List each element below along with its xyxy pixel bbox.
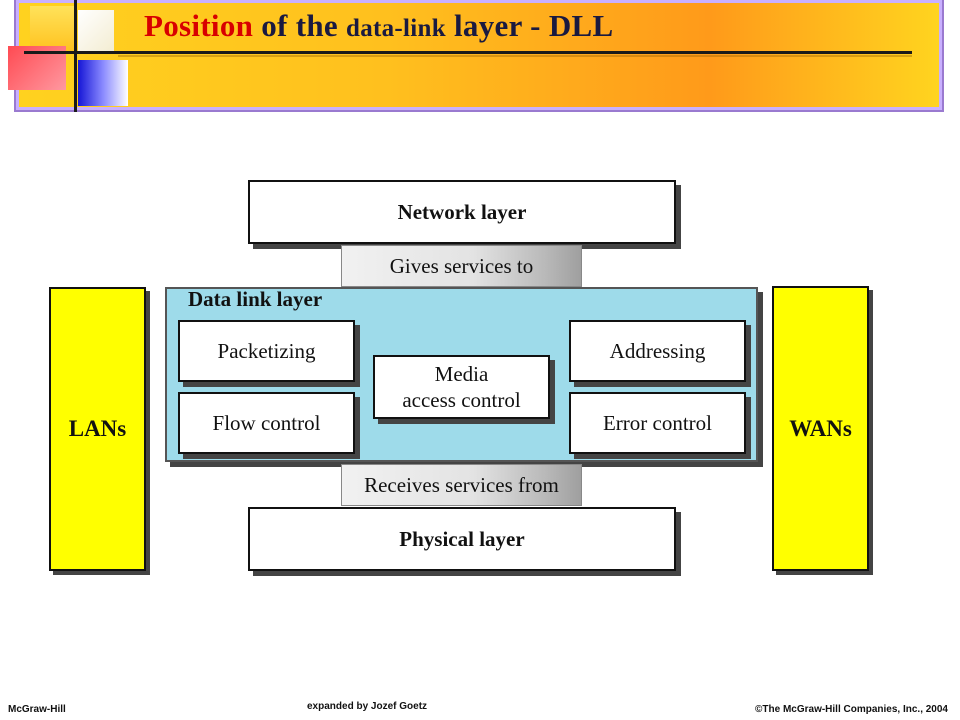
banner-decoration-white (78, 10, 114, 54)
network-layer-box: Network layer (248, 180, 676, 244)
lans-bar: LANs (49, 287, 146, 571)
banner-horizontal-shade (118, 55, 912, 57)
banner-vertical-line (74, 0, 77, 112)
gives-services-bar: Gives services to (341, 245, 582, 287)
footer-right: ©The McGraw-Hill Companies, Inc., 2004 (755, 704, 948, 715)
title-layer-dll: layer - DLL (445, 8, 614, 43)
receives-services-bar: Receives services from (341, 464, 582, 506)
physical-layer-box: Physical layer (248, 507, 676, 571)
addressing-box: Addressing (569, 320, 746, 382)
media-access-line1: Media (434, 362, 489, 386)
flow-control-box: Flow control (178, 392, 355, 454)
data-link-layer-label: Data link layer (188, 287, 323, 311)
media-access-line2: access control (402, 388, 521, 412)
title-data-link: data-link (346, 15, 446, 42)
media-access-control-box: Media access control (373, 355, 550, 419)
packetizing-box: Packetizing (178, 320, 355, 382)
title-banner (14, 0, 944, 112)
error-control-box: Error control (569, 392, 746, 454)
title-position: Position (144, 8, 254, 43)
wans-bar: WANs (772, 286, 869, 571)
footer-center: expanded by Jozef Goetz (307, 701, 428, 712)
slide-title: Position of the data-link layer - DLL (144, 8, 613, 44)
banner-decoration-blue (78, 60, 128, 106)
banner-horizontal-line (24, 51, 912, 54)
banner-decoration-yellow (30, 6, 74, 52)
footer-left: McGraw-Hill (8, 704, 66, 715)
title-of-the: of the (253, 8, 346, 43)
